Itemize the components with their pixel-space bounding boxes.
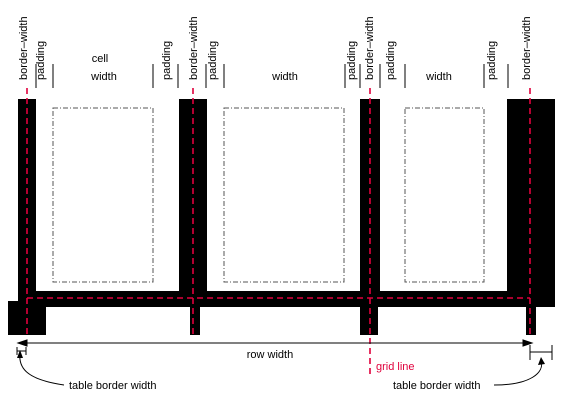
border-width-label-4: border–width xyxy=(521,16,533,80)
padding-label-5: padding xyxy=(385,41,397,80)
table-borders xyxy=(8,99,555,335)
row-width-label: row width xyxy=(247,349,293,361)
table-border-width-label-right: table border width xyxy=(393,380,480,392)
width-label-2: width xyxy=(271,71,298,83)
width-label-3: width xyxy=(425,71,452,83)
grid-lines xyxy=(26,88,531,378)
cell-content-box-3 xyxy=(404,107,485,283)
bottom-border-row xyxy=(18,291,555,307)
padding-label-1: padding xyxy=(35,41,47,80)
padding-label-3: padding xyxy=(207,41,219,80)
padding-label-2: padding xyxy=(161,41,173,80)
border-width-label-1: border–width xyxy=(18,16,30,80)
table-border-stub-4 xyxy=(526,301,536,335)
width-label-1: width xyxy=(90,71,117,83)
header-separator-ticks xyxy=(35,64,509,88)
row-width-dimension xyxy=(16,339,534,347)
header-labels: border–width padding padding border–widt… xyxy=(18,16,533,83)
border-width-label-2: border–width xyxy=(188,16,200,80)
padding-label-4: padding xyxy=(346,41,358,80)
grid-line-label: grid line xyxy=(376,361,415,373)
callout-arrowhead-right xyxy=(538,357,545,365)
border-column-4 xyxy=(507,99,555,299)
table-border-stub-2 xyxy=(190,301,200,335)
callout-curve-left xyxy=(19,352,65,386)
callout-curve-right xyxy=(493,359,543,386)
cell-content-box-1 xyxy=(52,107,154,283)
padding-label-6: padding xyxy=(486,41,498,80)
callout-arrowhead-left xyxy=(17,350,23,358)
cell-content-box-2 xyxy=(223,107,345,283)
row-width-arrowhead-left xyxy=(16,339,28,347)
callout-arrowheads xyxy=(17,350,545,365)
table-border-stub-3 xyxy=(360,301,378,335)
cell-label: cell xyxy=(92,53,109,65)
border-width-label-3: border–width xyxy=(364,16,376,80)
row-width-arrowhead-right xyxy=(522,339,534,347)
cell-content-boxes xyxy=(52,107,485,283)
table-border-width-label-left: table border width xyxy=(69,380,156,392)
